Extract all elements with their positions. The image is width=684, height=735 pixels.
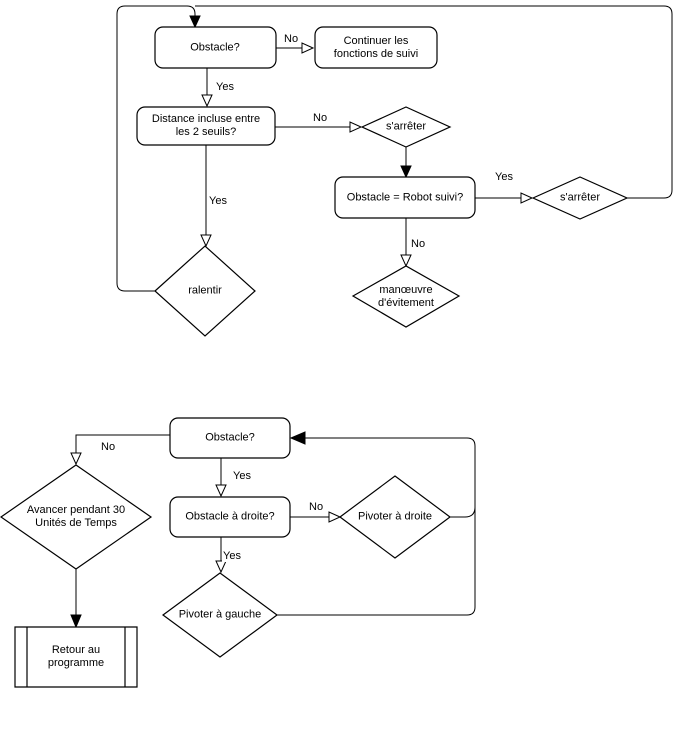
arrowhead-open-right-arreter2	[521, 193, 532, 203]
node-droite-shape	[170, 497, 290, 537]
node-distance-shape	[137, 107, 275, 145]
node-continuer-shape	[315, 27, 437, 68]
node-obstacle2-shape	[170, 418, 290, 458]
arrowhead-open-right-arreter1	[350, 122, 361, 132]
arrowhead-filled-down-obstacle1	[190, 16, 200, 27]
flow2-edges	[76, 435, 475, 615]
flow2-arrowheads	[71, 432, 340, 627]
edge-pivoterdroite-join-loop	[450, 507, 475, 517]
arrowhead-open-right-pivoterdroite	[329, 512, 340, 522]
node-retour-shape	[15, 627, 137, 687]
arrowhead-filled-down-retour	[71, 615, 81, 627]
node-retour-outer-rect	[15, 627, 137, 687]
edge-loop-arreter2-to-obstacle	[195, 6, 672, 198]
arrowhead-open-down-droite	[216, 485, 226, 496]
flow1-edges	[117, 6, 672, 291]
arrowhead-open-down-ralentir	[201, 235, 211, 246]
node-avancer-shape	[1, 465, 151, 569]
node-pivoterdroite-shape	[340, 476, 450, 558]
node-manoeuvre-shape	[353, 266, 459, 327]
flow1-nodes	[137, 27, 627, 336]
arrowhead-open-right-continuer	[302, 43, 313, 53]
node-ralentir-shape	[155, 246, 255, 336]
node-arreter1-shape	[362, 107, 450, 147]
node-arreter2-shape	[533, 177, 627, 219]
edge-obstacle2-to-avancer	[76, 435, 170, 453]
arrowhead-filled-down-robot	[401, 166, 411, 177]
arrowhead-open-down-avancer	[71, 453, 81, 464]
flow1-arrowheads	[190, 16, 532, 266]
arrowhead-filled-left-obstacle2	[291, 432, 305, 444]
arrowhead-open-down-distance	[202, 95, 212, 106]
edge-loop-ralentir-to-obstacle	[117, 6, 195, 291]
arrowhead-open-down-manoeuvre	[401, 255, 411, 266]
edge-loop-pivotergauche-to-obstacle2	[277, 438, 475, 615]
node-obstacle1-shape	[155, 27, 276, 68]
flow2-nodes	[1, 418, 450, 687]
node-pivotergauche-shape	[163, 573, 277, 657]
arrowhead-open-down-pivotergauche	[216, 561, 226, 572]
node-robot-shape	[335, 177, 475, 218]
